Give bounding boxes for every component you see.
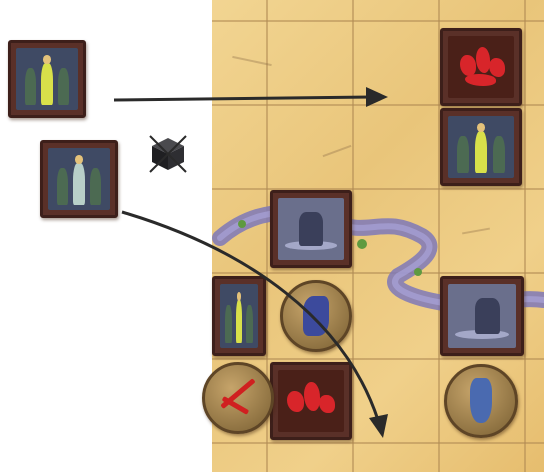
crossed-out-icon (149, 135, 187, 173)
board-tile-red[interactable] (440, 28, 522, 106)
offboard-tile-craftsmen[interactable] (40, 140, 118, 218)
board-tile-craftsmen[interactable] (212, 276, 266, 356)
grid-line (212, 442, 544, 444)
grid-line (352, 0, 354, 472)
grid-line (266, 0, 268, 472)
artisans-tile-icon (16, 48, 78, 110)
red-monument-tile-icon (448, 36, 514, 98)
arrow-head-icon (366, 87, 388, 107)
token-disc-icon[interactable] (280, 280, 352, 352)
grid-line (212, 20, 544, 22)
grid-line (212, 272, 544, 274)
grid-line (438, 0, 440, 472)
offboard-tile-craftsmen[interactable] (8, 40, 86, 118)
grid-line (212, 104, 544, 106)
grid-line (524, 0, 526, 472)
grid-line (212, 188, 544, 190)
artisans-tile-icon (220, 284, 258, 348)
river-bush (238, 220, 246, 228)
nile-tile-icon (448, 284, 516, 348)
artisans-tile-icon (448, 116, 514, 178)
board-tile-nile[interactable] (270, 190, 352, 268)
token-disc-icon[interactable] (202, 362, 274, 434)
board-tile-craftsmen[interactable] (440, 108, 522, 186)
river-bush (357, 239, 367, 249)
nile-tile-icon (278, 198, 344, 260)
board-tile-nile[interactable] (440, 276, 524, 356)
artisans-tile-icon (48, 148, 110, 210)
arrow-head-icon (369, 414, 388, 438)
red-monument-tile-icon (278, 370, 344, 432)
arrow-line (121, 210, 380, 421)
token-disc-icon[interactable] (444, 364, 518, 438)
grid-line (212, 358, 544, 360)
river-bush (414, 268, 422, 276)
arrow-line (113, 95, 373, 102)
cube-marker-icon[interactable] (148, 134, 188, 174)
